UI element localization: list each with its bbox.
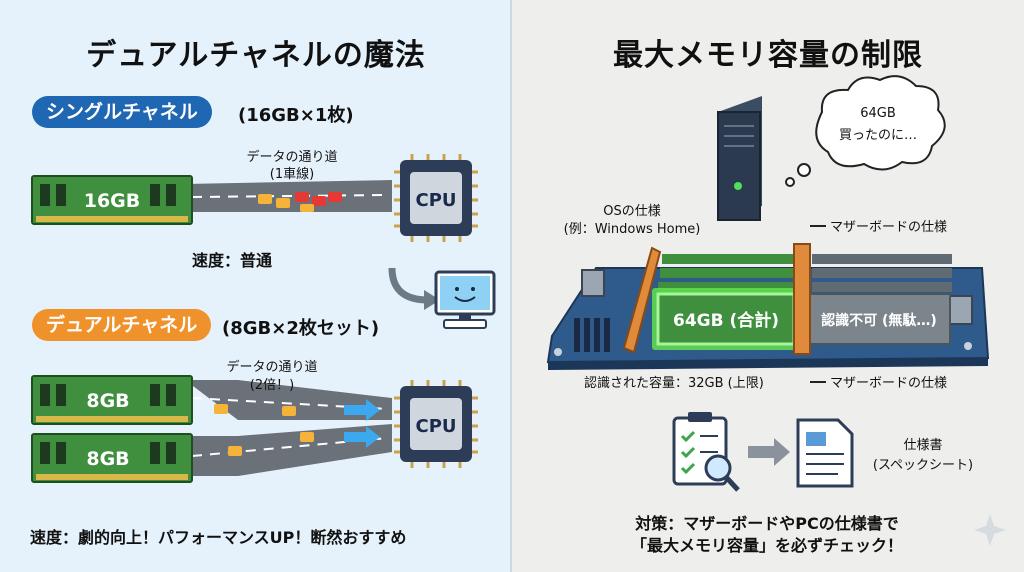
single-lane-label-1: データの通り道: [246, 150, 338, 165]
single-lane-label-2: (1車線): [269, 167, 315, 182]
os-spec-label-1: OSの仕様: [603, 204, 661, 219]
ram-16gb-label: 16GB: [84, 190, 141, 212]
spec-doc-label-2: (スペックシート): [872, 458, 974, 473]
thought-bubble: [785, 75, 946, 187]
thought-line1: 64GB: [860, 106, 896, 121]
advice-line2: 「最大メモリ容量」を必ずチェック！: [630, 536, 903, 555]
max-memory-title: 最大メモリ容量の制限: [613, 38, 923, 73]
max-memory-illustration: 64GB (合計) 認識不可 (無駄…): [546, 75, 1006, 546]
single-lane-data-packets: [258, 192, 342, 212]
spec-sheet-icon: [796, 418, 854, 488]
dual-channel-panel: デュアルチャネルの魔法 シングルチャネル (16GB×1枚) 16GB: [0, 0, 512, 572]
thought-line2: 買ったのに…: [838, 128, 917, 143]
max-memory-panel: 最大メモリ容量の制限: [512, 0, 1024, 572]
dual-channel-spec: (8GB×2枚セット): [222, 318, 380, 339]
ram-stick-16gb: 16GB: [31, 175, 193, 225]
motherboard-limit-bar: [793, 243, 811, 355]
advice-line1: 対策：マザーボードやPCの仕様書で: [635, 514, 899, 533]
arrow-right-icon: [748, 438, 790, 466]
spec-doc-label-1: 仕様書: [903, 438, 943, 453]
ram-8gb-label-1: 8GB: [86, 390, 129, 412]
unrecognized-label: 認識不可 (無駄…): [821, 312, 937, 329]
dual-channel-illustration: 16GB CPU: [31, 154, 496, 483]
os-limit-bar: [622, 246, 662, 354]
dual-lane-road: [185, 380, 392, 476]
ram-8gb-label-2: 8GB: [86, 448, 129, 470]
cpu-dual-label: CPU: [415, 416, 456, 437]
mb-spec-label-bottom: マザーボードの仕様: [830, 376, 948, 391]
cpu-single-label: CPU: [415, 190, 456, 211]
os-spec-label-2: (例：Windows Home): [563, 222, 701, 237]
curved-arrow-icon: [388, 267, 429, 304]
unrecognized-ram-sticks: 認識不可 (無駄…): [807, 254, 952, 345]
ram-stick-8gb-2: 8GB: [31, 433, 193, 483]
single-lane-road: [185, 180, 392, 212]
checklist-icon: [672, 412, 740, 492]
panel-divider: [510, 0, 512, 572]
cpu-chip-single: CPU: [394, 154, 478, 242]
dual-speed-text: 速度：劇的向上！パフォーマンスUP！断然おすすめ: [30, 528, 407, 547]
happy-monitor-icon: [434, 270, 496, 329]
dual-lane-label-2: (2倍！): [249, 378, 295, 393]
dual-lane-arrows: [344, 399, 380, 448]
curved-arrow-head-icon: [424, 290, 440, 310]
recognized-label: 64GB (合計): [673, 310, 779, 331]
single-channel-badge: シングルチャネル: [32, 96, 212, 128]
sparkle-icon: [974, 514, 1006, 546]
dual-lane-data-packets: [214, 404, 314, 456]
recognized-capacity-text: 認識された容量：32GB (上限): [584, 376, 764, 391]
single-channel-spec: (16GB×1枚): [238, 105, 354, 126]
cpu-chip-dual: CPU: [394, 380, 478, 468]
single-speed-text: 速度：普通: [192, 251, 273, 270]
dual-channel-badge: デュアルチャネル: [32, 309, 212, 341]
recognized-ram-sticks: 64GB (合計): [652, 254, 802, 350]
mb-spec-label-top: マザーボードの仕様: [830, 220, 948, 235]
dual-channel-title: デュアルチャネルの魔法: [86, 38, 426, 73]
dual-lane-label-1: データの通り道: [226, 360, 318, 375]
pc-tower-icon: [717, 96, 762, 221]
ram-stick-8gb-1: 8GB: [31, 375, 193, 425]
